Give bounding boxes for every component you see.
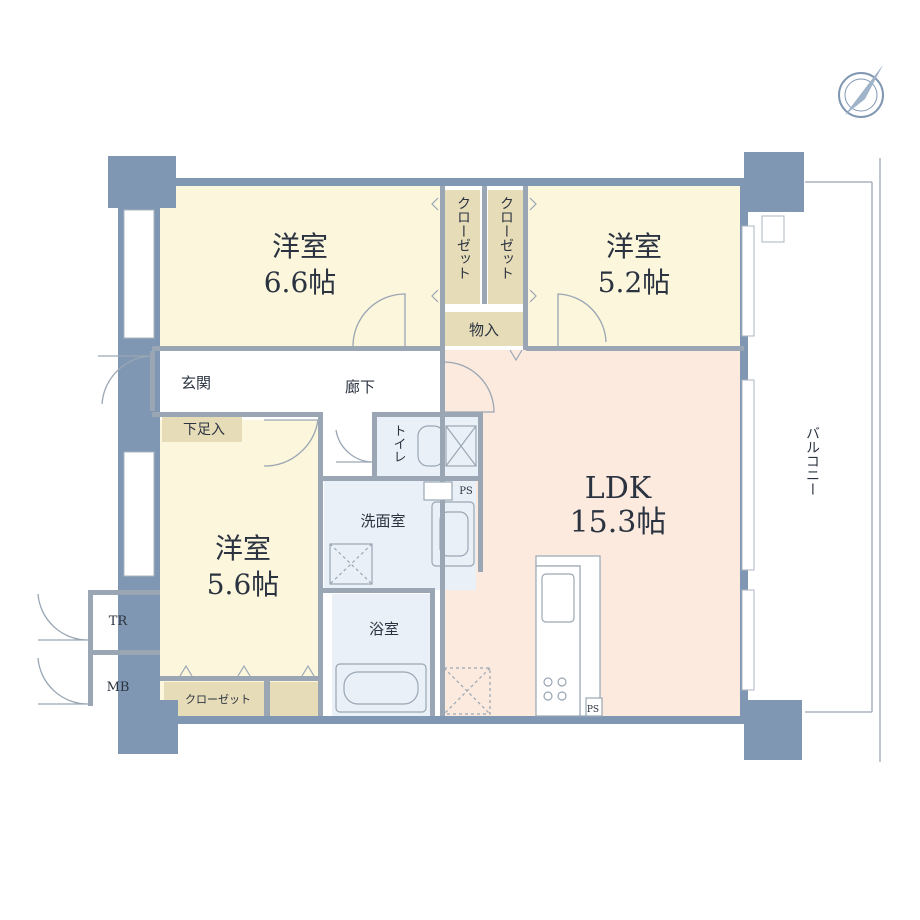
room-labels: 洋室 6.6帖 洋室 5.2帖 洋室 5.6帖 LDK 15.3帖 bbox=[207, 230, 671, 601]
fixtures bbox=[329, 425, 603, 717]
label-washroom: 洗面室 bbox=[360, 512, 405, 530]
small-labels: クローゼット クローゼット 物入 玄関 下足入 廊下 トイレ 洗面室 浴室 PS… bbox=[107, 196, 820, 715]
label-tr: TR bbox=[109, 614, 129, 629]
floor-western-room-a bbox=[160, 186, 444, 346]
room-name-ldk: LDK bbox=[585, 471, 652, 506]
label-shoe-storage: 下足入 bbox=[183, 422, 225, 438]
label-closet-a: クローゼット bbox=[455, 196, 471, 280]
compass-north-icon bbox=[838, 65, 884, 118]
label-ps-2: PS bbox=[587, 705, 599, 715]
label-entrance: 玄関 bbox=[181, 374, 211, 392]
room-size-western-c: 5.6帖 bbox=[207, 568, 280, 601]
toilet-fixture bbox=[417, 425, 445, 467]
room-name-western-b: 洋室 bbox=[606, 230, 662, 263]
label-ps-1: PS bbox=[459, 486, 473, 497]
label-closet-b: クローゼット bbox=[498, 196, 514, 280]
windows bbox=[123, 209, 785, 691]
label-balcony: バルコニー bbox=[804, 426, 820, 496]
floor-closet-b bbox=[488, 190, 524, 304]
partitions bbox=[88, 186, 744, 716]
label-bathroom: 浴室 bbox=[369, 620, 399, 638]
label-closet-c: クローゼット bbox=[185, 693, 251, 706]
room-floors bbox=[152, 186, 744, 716]
label-storage: 物入 bbox=[469, 321, 499, 339]
bathtub-fixture bbox=[335, 663, 427, 713]
floor-closet-c bbox=[164, 682, 264, 716]
washbasin-fixture bbox=[431, 501, 475, 567]
floor-washroom bbox=[324, 480, 476, 590]
floor-bathroom bbox=[332, 594, 430, 716]
room-size-ldk: 15.3帖 bbox=[570, 505, 667, 540]
room-name-western-a: 洋室 bbox=[272, 230, 328, 263]
label-toilet: トイレ bbox=[391, 424, 406, 463]
label-hallway: 廊下 bbox=[345, 378, 375, 396]
doors bbox=[37, 293, 607, 705]
balcony-outline bbox=[805, 158, 881, 762]
floor-western-room-b bbox=[526, 186, 744, 346]
closet-door-markers bbox=[179, 197, 537, 677]
label-mb: MB bbox=[107, 680, 130, 695]
floor-shoe-storage bbox=[162, 414, 242, 442]
room-name-western-c: 洋室 bbox=[215, 532, 271, 565]
floor-hallway bbox=[152, 350, 444, 412]
floor-closet-a bbox=[444, 190, 480, 304]
floor-closet-c2 bbox=[270, 682, 318, 716]
floor-storage bbox=[444, 312, 524, 346]
room-size-western-a: 6.6帖 bbox=[264, 266, 337, 299]
room-size-western-b: 5.2帖 bbox=[598, 266, 671, 299]
